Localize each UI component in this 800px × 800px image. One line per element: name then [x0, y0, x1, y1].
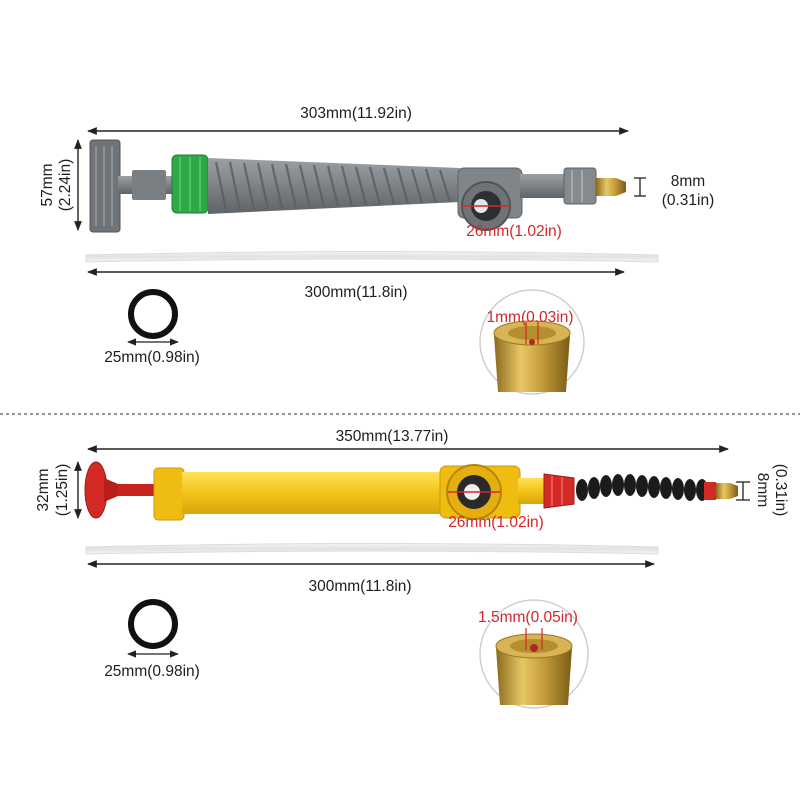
- bottom-red-handle: [84, 461, 156, 519]
- bottom-pump-barrel: [182, 472, 444, 514]
- top-o-ring: [128, 289, 178, 339]
- bottom-nozzle-detail: [479, 599, 589, 709]
- top-body-ribs: [214, 161, 452, 211]
- top-height-mm: 57mm: [39, 163, 56, 206]
- bottom-hole-label: 1.5mm(0.05in): [478, 609, 578, 626]
- bottom-product: 350mm(13.77in) 32mm (1.25in) 26mm(1.02in…: [35, 428, 789, 709]
- top-nozzle-in: (0.31in): [662, 192, 715, 209]
- top-nozzle-mm: 8mm: [671, 173, 705, 190]
- bottom-brass-nozzle: [716, 483, 738, 499]
- top-nozzle-detail: [479, 289, 585, 395]
- top-hole-label: 1mm(0.03in): [487, 309, 574, 326]
- bottom-height-mm: 32mm: [35, 468, 52, 511]
- bottom-barrel-cap: [153, 467, 185, 521]
- bottom-height-in: (1.25in): [54, 464, 71, 517]
- bottom-oring-label: 25mm(0.98in): [104, 663, 200, 680]
- bottom-tube-label: 300mm(11.8in): [308, 578, 411, 595]
- top-tube-label: 300mm(11.8in): [304, 284, 407, 301]
- bottom-flex-hose: [576, 474, 708, 501]
- top-height-in: (2.24in): [57, 159, 74, 212]
- top-t-handle: [89, 139, 174, 233]
- top-length-label: 303mm(11.92in): [300, 105, 412, 122]
- bottom-length-label: 350mm(13.77in): [336, 428, 449, 445]
- top-brass-nozzle: [596, 178, 626, 196]
- bottom-o-ring: [128, 599, 178, 649]
- bottom-nozzle-mm: 8mm: [754, 473, 771, 507]
- bottom-suction-tube: [85, 543, 659, 555]
- bottom-nozzle-in: (0.31in): [772, 464, 789, 517]
- top-suction-tube: [85, 251, 659, 263]
- top-product: 303mm(11.92in) 57mm (2.24in): [39, 105, 715, 395]
- top-nozzle-nut: [563, 167, 597, 205]
- top-oring-label: 25mm(0.98in): [104, 349, 200, 366]
- top-port-label: 26mm(1.02in): [466, 223, 562, 240]
- bottom-port-label: 26mm(1.02in): [448, 514, 544, 531]
- bottom-red-nut: [543, 473, 575, 509]
